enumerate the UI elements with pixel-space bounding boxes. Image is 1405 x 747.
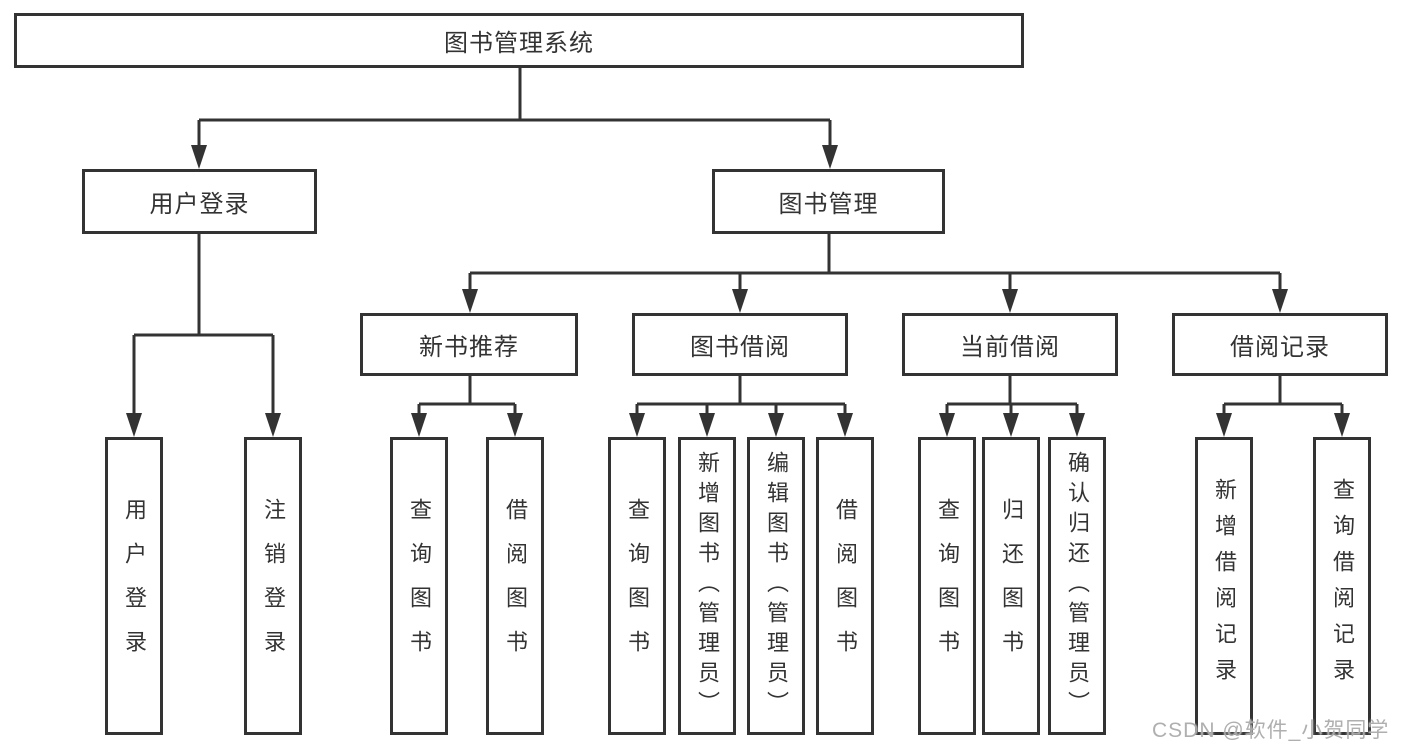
node-new-book-recommend: 新书推荐 [360,313,578,376]
leaf-add-book-admin: 新增图书（管理员） [678,437,736,735]
node-root-system: 图书管理系统 [14,13,1024,68]
leaf-user-login: 用户登录 [105,437,163,735]
node-current-borrowing: 当前借阅 [902,313,1118,376]
node-borrowing-records: 借阅记录 [1172,313,1388,376]
node-book-management: 图书管理 [712,169,945,234]
leaf-query-books-current: 查询图书 [918,437,976,735]
csdn-watermark: CSDN @软件_小贺同学 [1152,719,1390,742]
arrowheads [126,145,1350,437]
leaf-return-books: 归还图书 [982,437,1040,735]
leaf-add-borrow-record: 新增借阅记录 [1195,437,1253,735]
leaf-borrow-books-borrowing: 借阅图书 [816,437,874,735]
leaf-borrow-books-recommend: 借阅图书 [486,437,544,735]
leaf-confirm-return-admin: 确认归还（管理员） [1048,437,1106,735]
leaf-query-books-recommend: 查询图书 [390,437,448,735]
leaf-query-books-borrowing: 查询图书 [608,437,666,735]
node-book-borrowing: 图书借阅 [632,313,848,376]
node-user-login: 用户登录 [82,169,317,234]
leaf-logout: 注销登录 [244,437,302,735]
leaf-query-borrow-record: 查询借阅记录 [1313,437,1371,735]
leaf-edit-book-admin: 编辑图书（管理员） [747,437,805,735]
